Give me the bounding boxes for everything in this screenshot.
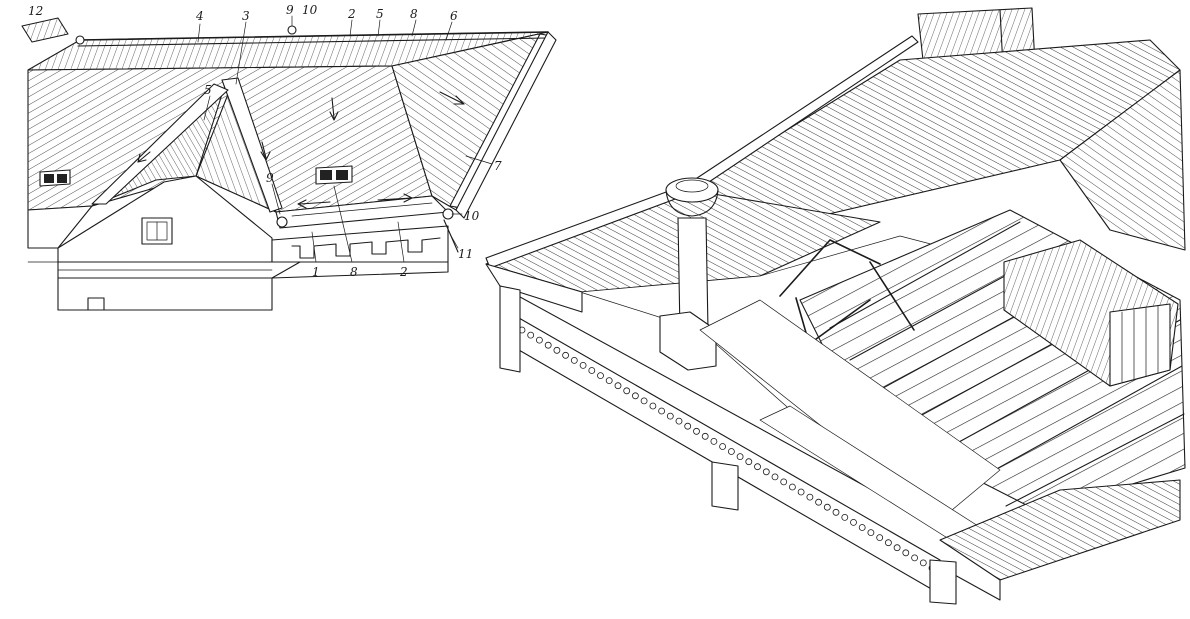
callout-10: 10 — [464, 209, 480, 223]
valley-strip-3 — [221, 77, 283, 213]
beam-hole — [867, 529, 875, 536]
beam-hole — [649, 402, 657, 410]
right-gutter — [455, 31, 557, 219]
beam-hole — [623, 387, 631, 395]
beam-hole — [570, 356, 578, 364]
callout-10-top: 10 — [302, 3, 318, 17]
roof-window-left — [39, 169, 71, 187]
beam-hole — [658, 407, 665, 415]
beam-hole — [745, 458, 753, 466]
hip-roof-view: 12 4 3 9 10 2 5 8 6 5 7 9 10 1 8 2 11 — [21, 3, 557, 311]
beam-hole — [562, 351, 569, 359]
beam-hole — [841, 514, 849, 521]
beam-hole — [754, 463, 761, 471]
funnel-top-left — [75, 35, 85, 45]
beam-hole — [544, 341, 552, 349]
beam-hole — [736, 453, 744, 461]
callout-8: 8 — [350, 265, 358, 279]
beam-hole — [876, 534, 884, 541]
callout-7: 7 — [494, 159, 502, 173]
callout-8-top: 8 — [410, 7, 418, 21]
beam-hole — [823, 503, 831, 511]
callout-5-left: 5 — [204, 83, 212, 97]
beam-hole — [588, 367, 596, 374]
beam-hole — [815, 498, 822, 506]
beam-hole — [614, 382, 622, 390]
beam-hole — [902, 549, 910, 557]
column-2 — [711, 461, 739, 511]
beam-hole — [597, 372, 604, 380]
leader-lines — [197, 15, 493, 263]
callout-labels: 12 4 3 9 10 2 5 8 6 5 7 9 10 1 8 2 11 — [28, 3, 502, 279]
callout-6: 6 — [450, 9, 458, 23]
beam-hole — [666, 412, 674, 420]
beam-hole — [850, 519, 857, 526]
beam-hole — [640, 397, 648, 405]
beam-hole — [858, 524, 866, 531]
ridge-strip-5 — [91, 83, 229, 205]
callout-2: 2 — [399, 265, 408, 279]
beam-hole — [632, 392, 639, 400]
callout-11: 11 — [458, 247, 473, 261]
beam-hole — [797, 488, 805, 496]
callout-9: 9 — [266, 171, 274, 185]
vent-base — [659, 311, 717, 371]
callout-3: 3 — [242, 9, 250, 23]
column-3 — [929, 559, 957, 605]
lower-facade — [57, 277, 273, 311]
beam-hole — [771, 473, 779, 481]
roof-cutaway-view — [485, 7, 1186, 605]
dormer-face — [1109, 303, 1171, 387]
funnel-9 — [276, 216, 288, 228]
beam-hole — [832, 508, 840, 516]
callout-12: 12 — [28, 4, 43, 18]
callout-5-top: 5 — [376, 7, 384, 21]
beam-hole — [762, 468, 770, 476]
beam-hole — [579, 361, 587, 369]
callout-4: 4 — [195, 9, 204, 23]
beam-hole — [806, 493, 814, 501]
slab-edge — [485, 263, 583, 313]
ridge-line — [79, 31, 549, 41]
beam-hole — [885, 539, 892, 547]
column-1 — [499, 285, 521, 373]
beam-hole — [527, 331, 535, 339]
beam-hole — [728, 448, 735, 455]
beam-hole — [701, 432, 709, 440]
beam-hole — [675, 417, 683, 425]
beam-hole — [536, 336, 543, 344]
side-wall — [27, 205, 93, 249]
callout-9-top: 9 — [286, 3, 294, 17]
beam-holes — [518, 326, 936, 572]
beam-hole — [893, 544, 901, 552]
beam-hole — [605, 377, 613, 385]
beam-hole — [911, 554, 918, 562]
funnel-top-10 — [287, 25, 297, 35]
roof-window-8 — [315, 165, 353, 185]
beam-hole — [780, 478, 788, 486]
cornice-dentils — [291, 237, 441, 259]
beam-hole — [684, 422, 692, 430]
flow-arrows — [137, 91, 465, 209]
beam-hole — [789, 483, 796, 491]
callout-2-top: 2 — [347, 7, 356, 21]
funnel-10 — [442, 208, 454, 220]
callout-1: 1 — [312, 265, 320, 279]
beam-hole — [553, 346, 561, 354]
beam-hole — [719, 443, 726, 450]
beam-hole — [693, 427, 700, 435]
beam-hole — [710, 437, 718, 445]
beam-hole — [919, 559, 927, 567]
